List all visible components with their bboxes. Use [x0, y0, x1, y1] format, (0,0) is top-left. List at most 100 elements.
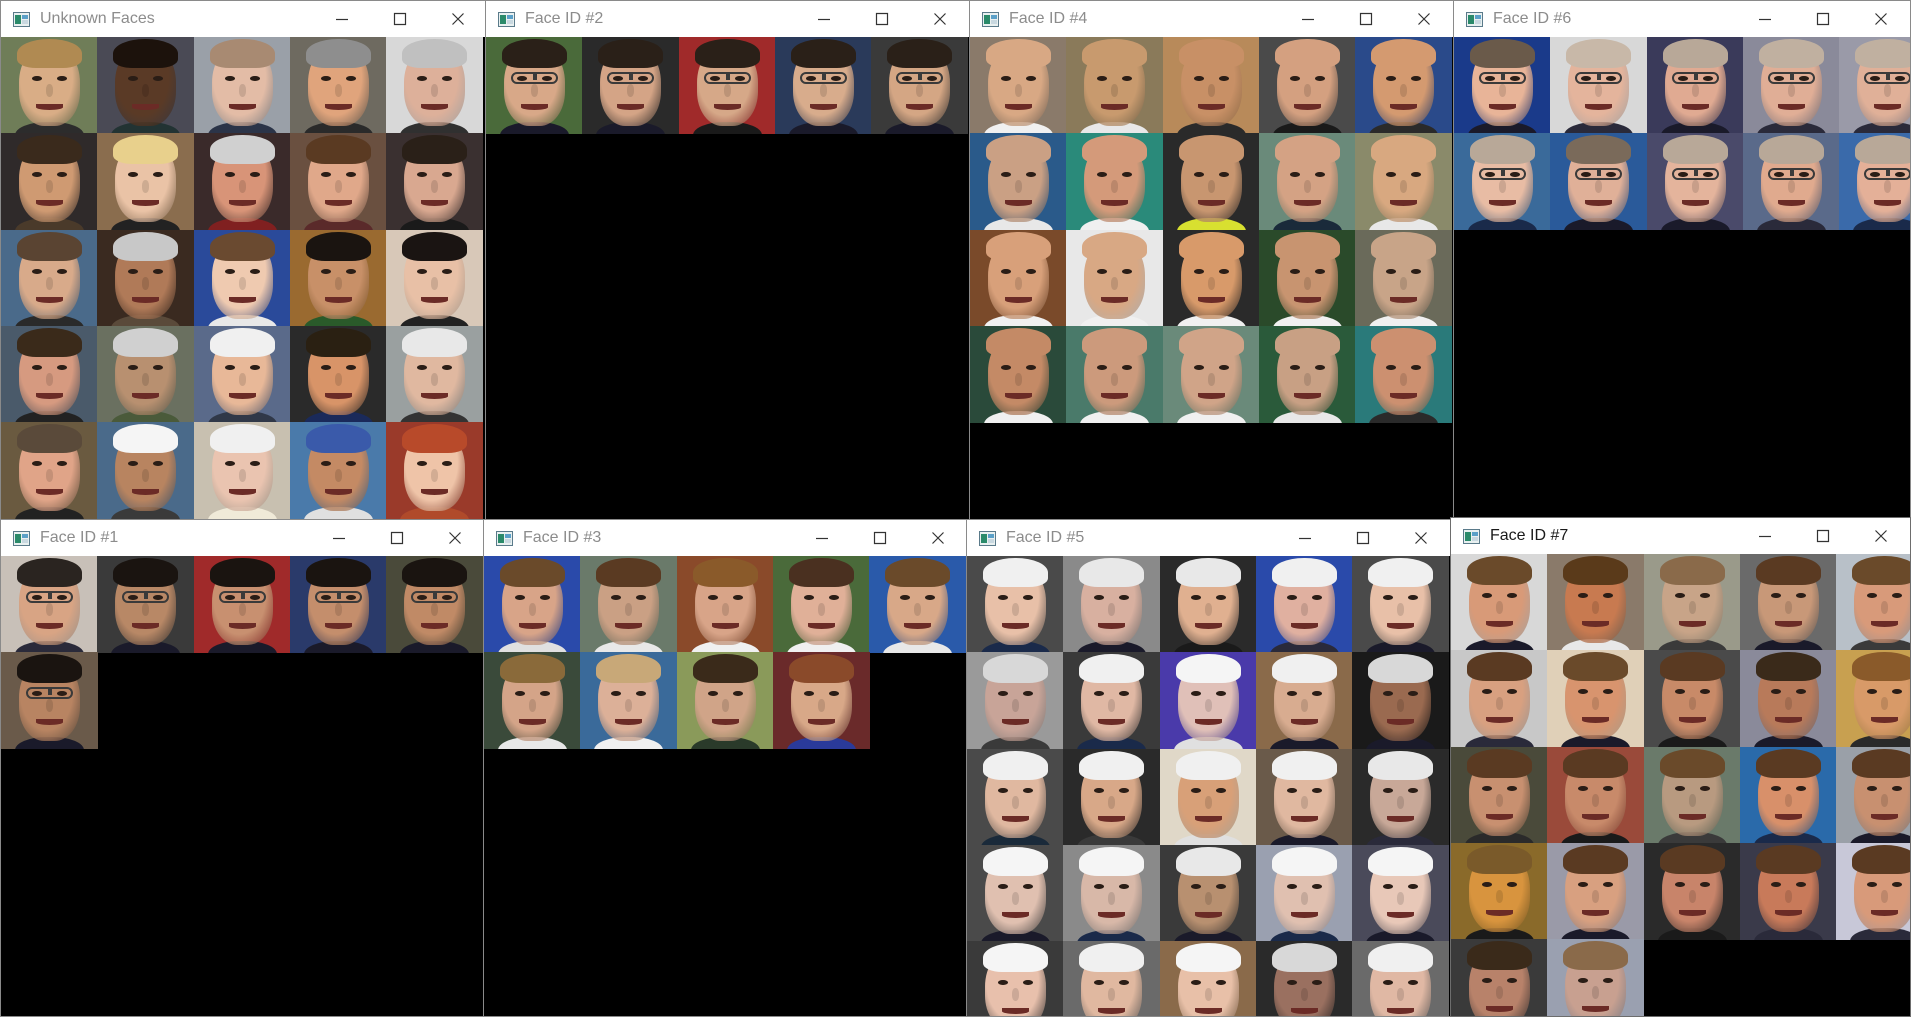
face-thumbnail [1647, 133, 1744, 230]
face-thumbnail [1547, 843, 1644, 940]
window-titlebar[interactable]: Face ID #5 [967, 520, 1450, 556]
window-face-id-3[interactable]: Face ID #3 [483, 519, 968, 1017]
maximize-icon [873, 531, 887, 545]
face-thumbnail [1, 326, 98, 423]
window-unknown-faces[interactable]: Unknown Faces [0, 0, 488, 521]
maximize-button[interactable] [368, 520, 426, 556]
app-window-icon [496, 530, 513, 546]
close-button[interactable] [911, 1, 969, 37]
face-thumbnail [97, 422, 194, 519]
face-thumbnail [1836, 747, 1910, 844]
face-thumbnail [970, 230, 1067, 327]
window-titlebar[interactable]: Face ID #6 [1454, 1, 1910, 37]
maximize-button[interactable] [371, 1, 429, 37]
maximize-button[interactable] [1794, 1, 1852, 37]
face-thumbnail [1163, 326, 1260, 423]
window-titlebar[interactable]: Face ID #7 [1451, 518, 1910, 554]
minimize-button[interactable] [1736, 1, 1794, 37]
minimize-button[interactable] [795, 1, 853, 37]
close-button[interactable] [1852, 1, 1910, 37]
face-thumbnail [677, 652, 774, 749]
face-thumbnail [1, 652, 98, 749]
close-icon [933, 12, 947, 26]
window-face-id-1[interactable]: Face ID #1 [0, 519, 485, 1017]
maximize-icon [393, 12, 407, 26]
maximize-button[interactable] [1334, 520, 1392, 556]
face-thumbnail [386, 230, 483, 327]
close-button[interactable] [1395, 1, 1453, 37]
face-thumbnail [1, 422, 98, 519]
face-thumbnail [97, 556, 194, 653]
face-thumbnail [1063, 941, 1160, 1016]
face-thumbnail [869, 556, 966, 653]
face-thumbnail [1451, 843, 1548, 940]
window-titlebar[interactable]: Face ID #1 [1, 520, 484, 556]
face-thumbnail [290, 230, 387, 327]
face-thumbnail [290, 326, 387, 423]
maximize-icon [1359, 12, 1373, 26]
window-face-id-7[interactable]: Face ID #7 [1450, 517, 1911, 1017]
close-icon [448, 531, 462, 545]
close-button[interactable] [429, 1, 487, 37]
face-thumbnail [1259, 37, 1356, 134]
window-titlebar[interactable]: Face ID #2 [486, 1, 969, 37]
face-thumbnail [1352, 941, 1449, 1016]
minimize-button[interactable] [1276, 520, 1334, 556]
window-title: Face ID #5 [1006, 529, 1085, 546]
close-button[interactable] [1852, 518, 1910, 554]
face-thumbnail [1454, 133, 1551, 230]
minimize-icon [1301, 12, 1315, 26]
face-thumbnail [1160, 652, 1257, 749]
maximize-icon [390, 531, 404, 545]
face-thumbnail [1256, 652, 1353, 749]
face-thumbnail [1644, 650, 1741, 747]
maximize-button[interactable] [1794, 518, 1852, 554]
face-thumbnail [1066, 133, 1163, 230]
face-thumbnail [1259, 326, 1356, 423]
face-thumbnail [386, 556, 483, 653]
minimize-icon [332, 531, 346, 545]
maximize-button[interactable] [851, 520, 909, 556]
face-thumbnail [1163, 230, 1260, 327]
face-thumbnail [582, 37, 679, 134]
minimize-button[interactable] [1736, 518, 1794, 554]
maximize-icon [1356, 531, 1370, 545]
window-titlebar[interactable]: Unknown Faces [1, 1, 487, 37]
minimize-button[interactable] [1279, 1, 1337, 37]
face-thumbnail [1160, 749, 1257, 846]
face-thumbnail [1647, 37, 1744, 134]
face-thumbnail [1644, 747, 1741, 844]
face-thumbnail [1259, 133, 1356, 230]
face-thumbnail [1163, 133, 1260, 230]
window-face-id-4[interactable]: Face ID #4 [969, 0, 1454, 521]
window-face-id-5[interactable]: Face ID #5 [966, 519, 1451, 1017]
close-button[interactable] [426, 520, 484, 556]
app-window-icon [982, 11, 999, 27]
face-thumbnail [97, 37, 194, 134]
minimize-button[interactable] [310, 520, 368, 556]
window-face-id-2[interactable]: Face ID #2 [485, 0, 970, 521]
face-thumbnail [1644, 843, 1741, 940]
maximize-icon [1816, 529, 1830, 543]
face-thumbnail [1352, 845, 1449, 942]
face-thumbnail [1063, 845, 1160, 942]
window-titlebar[interactable]: Face ID #3 [484, 520, 967, 556]
maximize-button[interactable] [1337, 1, 1395, 37]
minimize-button[interactable] [793, 520, 851, 556]
face-grid-canvas [1, 556, 484, 1016]
face-thumbnail [1063, 652, 1160, 749]
face-thumbnail [1063, 556, 1160, 653]
face-thumbnail [1451, 650, 1548, 747]
face-grid-canvas [484, 556, 967, 1016]
face-thumbnail [1454, 37, 1551, 134]
face-thumbnail [1740, 747, 1837, 844]
close-button[interactable] [909, 520, 967, 556]
maximize-button[interactable] [853, 1, 911, 37]
minimize-button[interactable] [313, 1, 371, 37]
close-icon [451, 12, 465, 26]
face-thumbnail [677, 556, 774, 653]
window-titlebar[interactable]: Face ID #4 [970, 1, 1453, 37]
close-button[interactable] [1392, 520, 1450, 556]
face-thumbnail [1066, 326, 1163, 423]
window-face-id-6[interactable]: Face ID #6 [1453, 0, 1911, 521]
